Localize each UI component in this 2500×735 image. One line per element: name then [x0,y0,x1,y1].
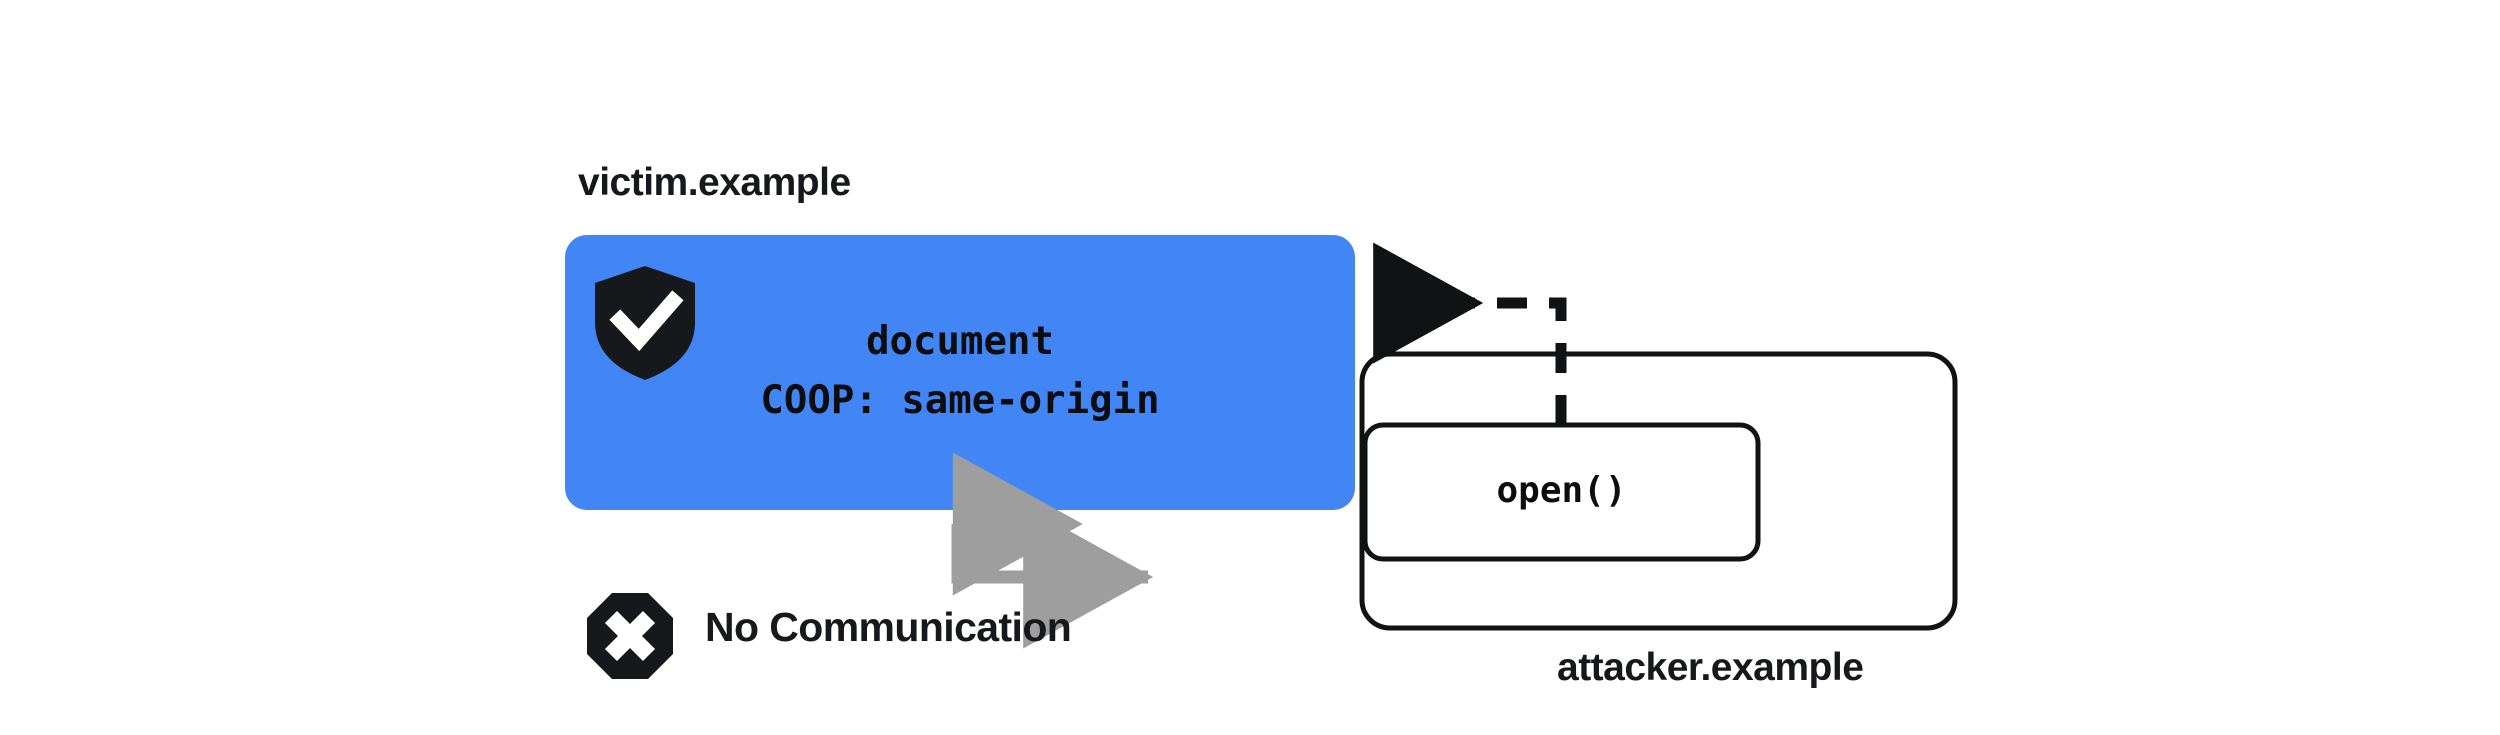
victim-coop-header-label: COOP: same-origin [760,378,1160,423]
octagon-x-icon [587,593,673,679]
no-communication-label: No Communication [705,604,1072,650]
double-headed-elbow-arrow-icon [951,452,1154,649]
attacker-origin-label: attacker.example [1557,646,1864,689]
victim-document-box [565,235,1355,510]
dashed-arrow-left-icon [1373,242,1567,425]
victim-document-label: document [866,319,1054,364]
open-call-label: open() [1496,470,1627,511]
shield-check-icon [595,266,695,380]
victim-origin-label: victim.example [578,161,851,204]
